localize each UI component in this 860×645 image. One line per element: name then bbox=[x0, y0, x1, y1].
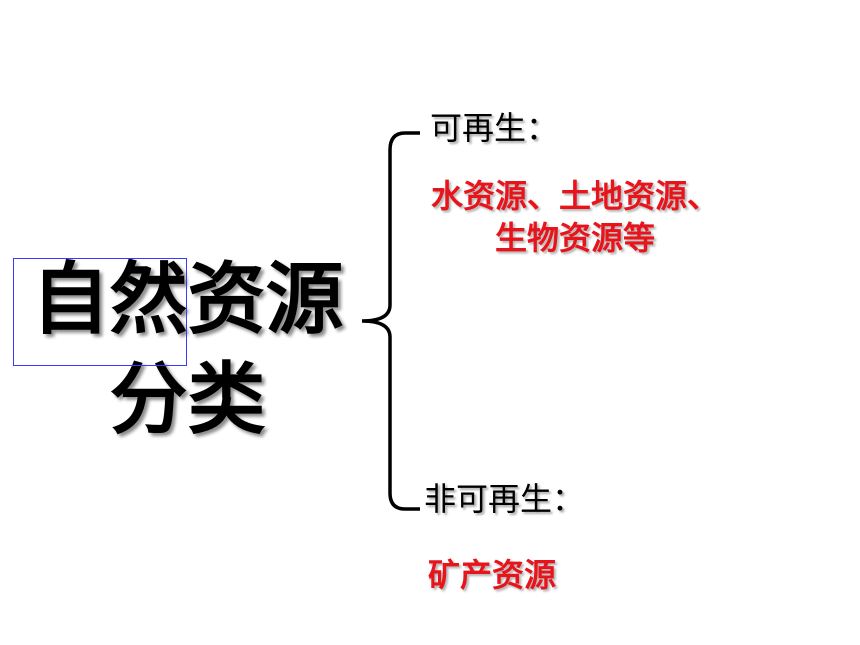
main-title: 自然资源 分类 bbox=[0, 250, 375, 450]
renewable-examples-line-2: 生物资源等 bbox=[494, 219, 655, 257]
title-rest-text: 资源 bbox=[187, 255, 344, 345]
renewable-examples: 水资源、土地资源、 生物资源等 bbox=[405, 175, 745, 259]
curly-brace bbox=[361, 131, 420, 511]
nonrenewable-examples: 矿产资源 bbox=[428, 556, 557, 594]
title-line-2: 分类 bbox=[109, 355, 266, 445]
nonrenewable-label: 非可再生： bbox=[424, 480, 585, 518]
renewable-examples-line-1: 水资源、土地资源、 bbox=[430, 177, 719, 215]
title-boxed-text: 自然 bbox=[31, 255, 188, 345]
title-line-1: 自然资源 bbox=[0, 250, 375, 350]
renewable-label: 可再生： bbox=[430, 109, 559, 147]
title-highlight-box bbox=[13, 258, 187, 366]
brace-path bbox=[361, 131, 420, 511]
